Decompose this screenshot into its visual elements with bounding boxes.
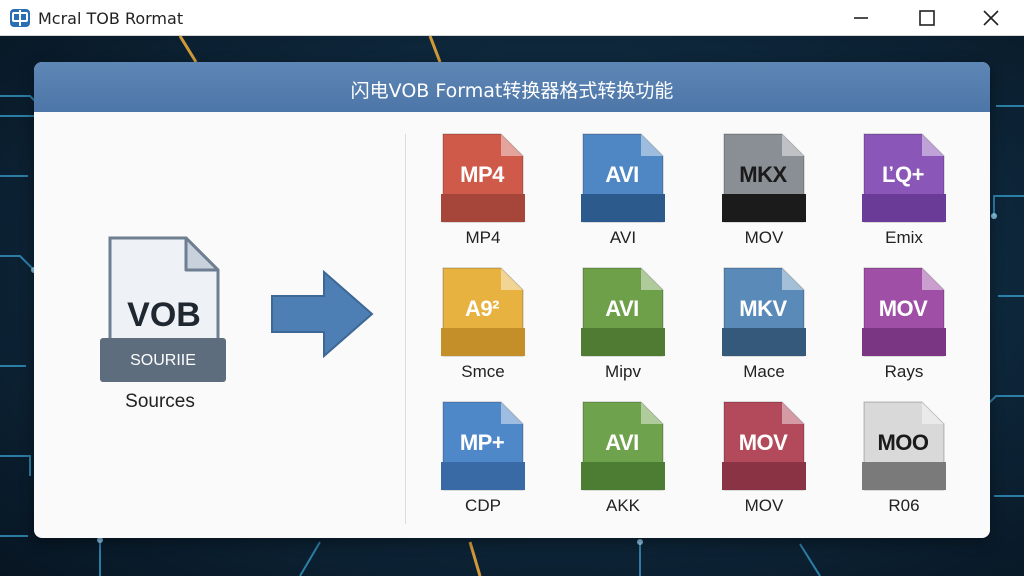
file-format-icon [722,267,806,357]
format-tile[interactable]: A9² Smce [441,266,525,384]
format-icon-text: MP+ [459,430,505,455]
close-icon [983,10,999,26]
file-format-icon [581,267,665,357]
file-format-icon [722,401,806,491]
panel-title: 闪电VOB Format转换器格式转换功能 [350,80,674,102]
format-label: Smce [461,362,505,381]
format-icon-text: AVI [605,162,639,187]
format-tile[interactable]: MOV MOV [722,400,806,518]
format-tile[interactable]: MOO R06 [862,400,946,518]
format-label: Rays [884,362,924,381]
format-label: R06 [888,496,920,515]
format-icon-text: MP4 [460,162,504,187]
minimize-button[interactable] [838,0,884,36]
file-format-icon [441,401,525,491]
vob-file-icon [100,236,226,382]
format-label: MP4 [465,228,501,247]
format-icon-text: AVI [605,430,639,455]
format-label: AVI [609,228,637,247]
format-tile[interactable]: MKV Mace [722,266,806,384]
format-label: MOV [744,228,784,247]
format-label: Emix [885,228,923,247]
file-format-icon [441,267,525,357]
format-tile[interactable]: MP+ CDP [441,400,525,518]
window-title: Mcral TOB Rormat [38,9,184,28]
file-format-icon [581,401,665,491]
minimize-icon [854,17,868,19]
format-icon-text: MKX [739,162,787,187]
format-tile[interactable]: ĽQ+ Emix [862,132,946,250]
format-tile[interactable]: MKX MOV [722,132,806,250]
maximize-icon [919,10,935,26]
panel-header: 闪电VOB Format转换器格式转换功能 [34,62,990,112]
format-tile[interactable]: AVI Mipv [581,266,665,384]
format-icon-text: ĽQ+ [882,162,924,187]
converter-panel: 闪电VOB Format转换器格式转换功能 VOB SOURIIE Source… [34,62,990,538]
format-label: Mipv [605,362,641,381]
maximize-button[interactable] [904,0,950,36]
format-icon-text: MOO [877,430,929,455]
format-tile[interactable]: AVI AVI [581,132,665,250]
format-tile[interactable]: MOV Rays [862,266,946,384]
format-icon-text: AVI [605,296,639,321]
format-icon-text: MOV [878,296,928,321]
app-icon [10,9,30,27]
format-label: MOV [744,496,784,515]
file-format-icon [862,133,946,223]
source-label: Sources [125,391,195,412]
file-format-icon [722,133,806,223]
file-format-icon [581,133,665,223]
file-format-icon [441,133,525,223]
source-icon-text: VOB [127,296,201,334]
source-file[interactable]: VOB SOURIIE [100,234,226,382]
file-format-icon [862,401,946,491]
format-label: Mace [743,362,785,381]
panel-divider [405,134,406,524]
circuit-background [0,36,1024,576]
format-label: AKK [605,496,641,515]
format-tile[interactable]: AVI AKK [581,400,665,518]
format-label: CDP [465,496,501,515]
close-button[interactable] [968,0,1014,36]
format-icon-text: MKV [739,296,787,321]
file-format-icon [862,267,946,357]
title-bar: Mcral TOB Rormat [0,0,1024,36]
format-icon-text: A9² [465,296,499,321]
format-icon-text: MOV [738,430,788,455]
arrow-right-icon [271,270,374,358]
source-band-text: SOURIIE [130,352,196,369]
